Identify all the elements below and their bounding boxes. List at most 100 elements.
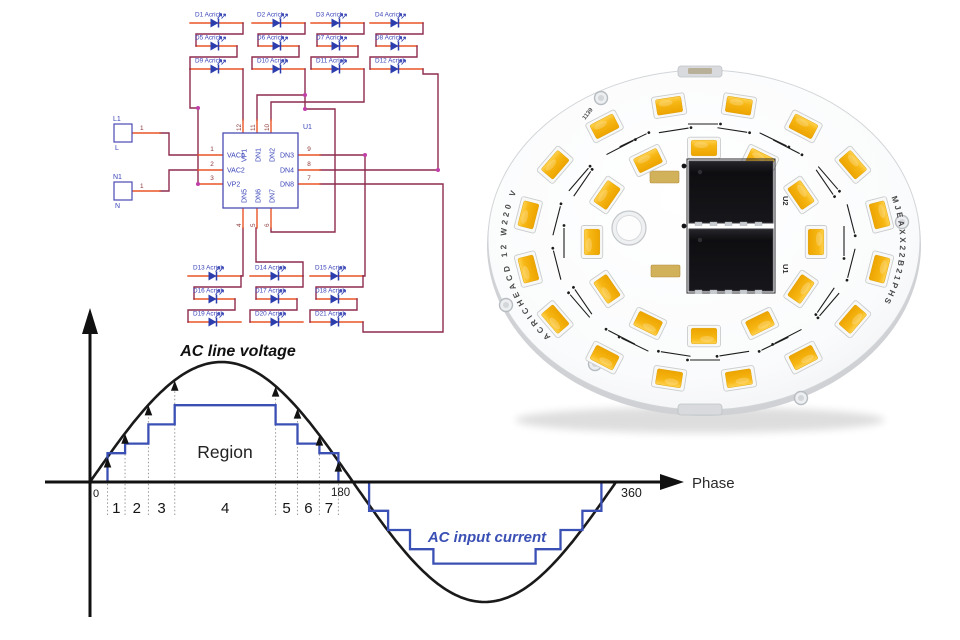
pin-label: DN8 <box>280 182 294 189</box>
pin-label: DN5 <box>242 189 249 203</box>
pin-label: DN4 <box>280 168 294 175</box>
pin-number: 1 <box>210 146 214 153</box>
silkscreen-trace <box>568 164 592 192</box>
silkscreen-trace <box>567 291 591 318</box>
led-diode-symbol <box>270 289 286 304</box>
x-axis-arrow <box>660 474 684 490</box>
diode-ref: D17 Acrich <box>255 288 286 295</box>
x-tick-180: 180 <box>331 487 350 499</box>
pcb-top-notch-contact <box>688 68 712 74</box>
junction-dot <box>303 107 307 111</box>
led-diode-symbol <box>331 59 347 74</box>
silkscreen-trace <box>757 336 789 353</box>
connector-pin: 1 <box>140 125 144 132</box>
solder-pad <box>650 264 681 278</box>
region-number: 1 <box>112 500 120 517</box>
pin-label: DN6 <box>256 189 263 203</box>
sine-marker-arrow <box>103 457 112 468</box>
led-diode-symbol <box>210 13 226 28</box>
silkscreen-trace <box>759 132 791 149</box>
led-module-photo: U2 U1 ACRICHEACD 12 W220 V 1139 MJEAXX22… <box>487 65 921 433</box>
silkscreen-trace <box>617 335 649 352</box>
led-package <box>687 136 721 160</box>
pin-number: 4 <box>236 223 243 227</box>
diode-ref: D3 Acrich <box>316 12 344 19</box>
region-number: 6 <box>304 500 312 517</box>
voltage-curve-label: AC line voltage <box>179 343 296 360</box>
led-package <box>720 365 757 392</box>
led-package <box>834 145 872 184</box>
diode-ref: D11 Acrich <box>316 58 347 65</box>
x-tick-360: 360 <box>621 486 642 500</box>
pin-label: VP1 <box>242 149 249 162</box>
silkscreen-trace <box>552 202 563 236</box>
led-diode-symbol <box>330 289 346 304</box>
mounting-hole-inner <box>798 395 804 401</box>
led-diode-symbol <box>208 266 224 281</box>
sine-marker-arrow <box>293 408 302 419</box>
pin-label: DN1 <box>256 148 263 162</box>
diode-ref: D19 Acrich <box>193 311 224 318</box>
diode-ref: D6 Acrich <box>257 35 285 42</box>
connector-terminal: N <box>115 203 120 210</box>
led-package <box>628 306 668 340</box>
silkscreen-trace <box>686 358 720 362</box>
pin-label: DN3 <box>280 153 294 160</box>
led-diode-symbol <box>390 36 406 51</box>
led-package <box>651 92 688 119</box>
silkscreen-trace <box>846 204 857 238</box>
connector-ref: L1 <box>113 116 121 123</box>
led-diode-symbol <box>331 36 347 51</box>
led-diode-symbol <box>270 312 286 327</box>
silkscreen-trace <box>688 122 722 126</box>
led-package <box>804 225 828 259</box>
diode-ref: D13 Acrich <box>193 265 224 272</box>
led-diode-symbol <box>208 312 224 327</box>
connector-terminal: L <box>115 145 119 152</box>
region-label: Region <box>197 442 252 462</box>
led-package <box>720 92 757 119</box>
led-diode-symbol <box>331 13 347 28</box>
mounting-hole-inner <box>899 219 905 225</box>
connector-ref: N1 <box>113 174 122 181</box>
current-curve-label: AC input current <box>427 529 547 546</box>
led-package <box>834 300 872 339</box>
center-hole <box>616 215 642 241</box>
axis-label-phase: Phase <box>692 475 735 492</box>
led-package <box>513 196 543 234</box>
diode-ref: D1 Acrich <box>195 12 223 19</box>
pin-label: VAC1 <box>227 153 245 160</box>
silkscreen-trace <box>562 224 566 258</box>
led-package <box>580 225 604 259</box>
pin-label: DN2 <box>270 148 277 162</box>
silkscreen-trace <box>572 286 593 315</box>
silkscreen-trace <box>717 127 752 135</box>
sine-marker-arrow <box>271 386 280 397</box>
diode-ref: D2 Acrich <box>257 12 285 19</box>
diode-ref: D15 Acrich <box>315 265 346 272</box>
diode-ref: D4 Acrich <box>375 12 403 19</box>
silkscreen-trace <box>815 169 836 198</box>
led-package <box>536 300 574 339</box>
pin-label: DN7 <box>270 189 277 203</box>
led-package <box>784 109 823 144</box>
led-package <box>865 196 895 234</box>
silkscreen-trace <box>551 246 562 280</box>
led-package <box>589 175 625 215</box>
diode-ref: D12 Acrich <box>375 58 406 65</box>
pin-number: 2 <box>210 161 214 168</box>
led-diode-symbol <box>210 59 226 74</box>
pin-number: 8 <box>307 161 311 168</box>
sine-marker-arrow <box>121 433 129 444</box>
sine-marker-arrow <box>170 380 179 391</box>
led-package <box>865 250 895 288</box>
x-tick-0: 0 <box>93 488 99 500</box>
led-package <box>589 269 625 309</box>
pin-label: VAC2 <box>227 168 245 175</box>
led-package <box>784 340 823 375</box>
ic-body <box>222 132 299 209</box>
led-diode-symbol <box>208 289 224 304</box>
